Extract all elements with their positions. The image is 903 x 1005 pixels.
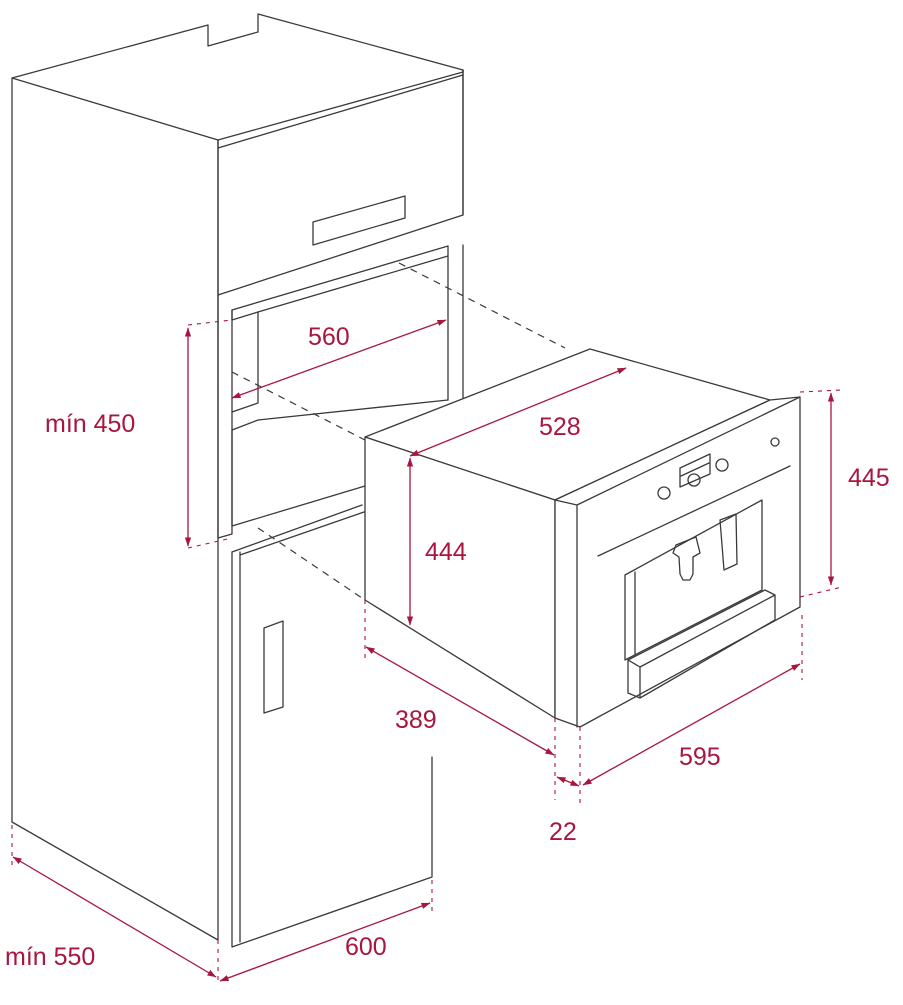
label-front-width: 595 (679, 743, 721, 771)
control-button-icon (770, 437, 780, 447)
brewing-recess (624, 499, 763, 661)
label-cavity-width: 560 (308, 323, 350, 351)
label-panel-thickness: 22 (549, 818, 577, 846)
projection-lines (231, 262, 566, 601)
control-panel-line (597, 465, 791, 557)
dimension-arrow (365, 646, 555, 756)
label-cavity-height: mín 450 (45, 410, 135, 438)
dimension-lines (11, 319, 843, 985)
extension-line (187, 537, 233, 549)
label-body-depth: 389 (395, 706, 437, 734)
label-appliance-depth-top: 528 (539, 413, 581, 441)
label-cabinet-width: 600 (345, 933, 387, 961)
upper-drawer-front (217, 69, 464, 296)
upper-drawer-top-edge (217, 74, 464, 149)
extension-line (799, 389, 843, 393)
control-knob-icon (715, 458, 729, 472)
lower-door-handle (263, 620, 284, 714)
label-cavity-depth: mín 550 (5, 943, 95, 971)
dimension-arrow (219, 902, 431, 982)
cabinet-side-panel (11, 77, 219, 941)
coffee-spout (672, 513, 738, 581)
lower-door-top-edge (231, 504, 365, 943)
control-knob-icon (687, 473, 701, 487)
machine-front-panel-edge (554, 396, 801, 728)
extension-line (187, 319, 233, 326)
control-knob-icon (657, 486, 671, 500)
display (679, 453, 711, 488)
cabinet-top (11, 13, 464, 141)
drawer-handle (312, 195, 406, 246)
extension-line (799, 586, 843, 598)
dimension-arrow (231, 319, 447, 399)
dimension-arrow (556, 776, 580, 787)
cavity-frame (217, 245, 449, 539)
dimension-arrow (12, 856, 217, 978)
cavity-back-edge (257, 255, 449, 313)
cavity-shelf (231, 399, 449, 527)
label-front-height: 445 (848, 464, 890, 492)
label-body-height: 444 (425, 538, 467, 566)
dimension-arrow (582, 663, 801, 786)
dimension-labels: mín 450 560 528 445 444 389 595 22 mín 5… (5, 323, 890, 971)
dimension-arrow (409, 367, 627, 457)
